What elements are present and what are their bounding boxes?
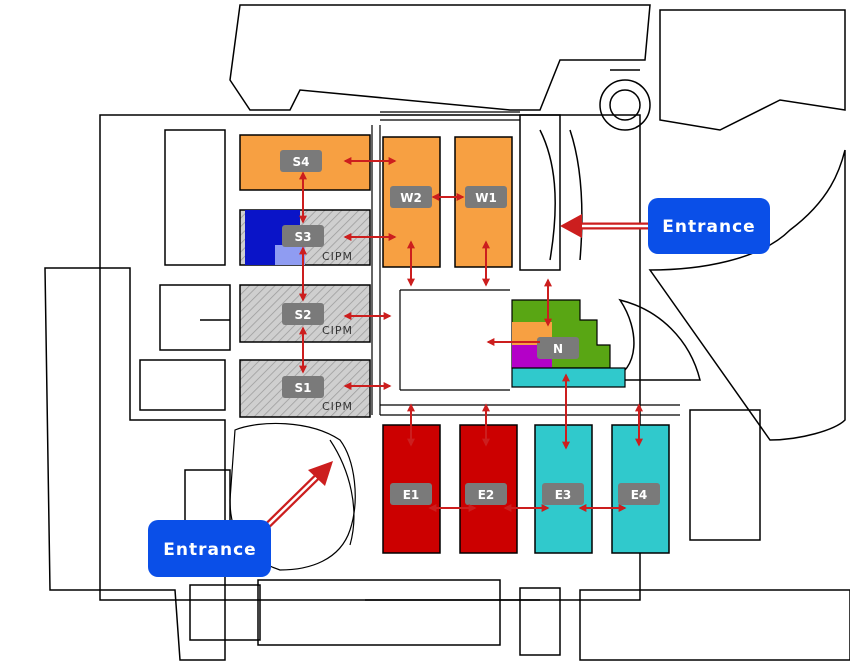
hall-n-tag xyxy=(537,337,579,359)
hall-e3-tag xyxy=(542,483,584,505)
hall-s4-label: S4 xyxy=(293,155,310,169)
hall-w2-tag xyxy=(390,186,432,208)
s3-lightblue-zone xyxy=(275,245,305,265)
entrance-badge-east[interactable]: Entrance xyxy=(648,198,770,254)
site-outline xyxy=(44,4,850,661)
road-dashes xyxy=(371,111,680,416)
s2-cipm-label: CIPM xyxy=(322,324,353,337)
hall-e1-label: E1 xyxy=(403,488,420,502)
hall-w1[interactable]: W1 xyxy=(454,136,513,268)
hall-e3[interactable]: E3 xyxy=(534,424,593,554)
hall-s4[interactable]: S4 xyxy=(239,134,371,191)
entrance-southwest-label: Entrance xyxy=(163,540,256,560)
hall-e1-tag xyxy=(390,483,432,505)
hall-e2[interactable]: E2 xyxy=(459,424,518,554)
hall-e3-label: E3 xyxy=(555,488,572,502)
hall-e4-tag xyxy=(618,483,660,505)
entrance-arrow-east xyxy=(560,214,648,238)
hall-e4-label: E4 xyxy=(631,488,648,502)
entrance-east-label: Entrance xyxy=(662,217,755,237)
hall-n-label: N xyxy=(553,342,563,356)
hall-e2-label: E2 xyxy=(478,488,495,502)
hall-s2[interactable]: S2 CIPM xyxy=(239,284,371,343)
hall-s2-tag xyxy=(282,303,324,325)
s1-cipm-label: CIPM xyxy=(322,400,353,413)
hall-e4[interactable]: E4 xyxy=(611,424,670,554)
s3-cipm-label: CIPM xyxy=(322,250,353,263)
entrance-badge-southwest[interactable]: Entrance xyxy=(148,520,271,577)
hall-s1-tag xyxy=(282,376,324,398)
hall-w1-tag xyxy=(465,186,507,208)
hall-e2-tag xyxy=(465,483,507,505)
hall-s3-label: S3 xyxy=(295,230,312,244)
hall-s4-tag xyxy=(280,150,322,172)
hall-s1[interactable]: S1 CIPM xyxy=(239,359,371,418)
entrance-arrow-southwest xyxy=(265,461,333,528)
hall-w1-label: W1 xyxy=(475,191,497,205)
connection-arrows xyxy=(299,157,643,512)
hall-n[interactable]: N xyxy=(511,299,626,388)
hall-s1-label: S1 xyxy=(295,381,312,395)
hall-s3-tag xyxy=(282,225,324,247)
hall-w2-label: W2 xyxy=(400,191,422,205)
hall-s2-label: S2 xyxy=(295,308,312,322)
